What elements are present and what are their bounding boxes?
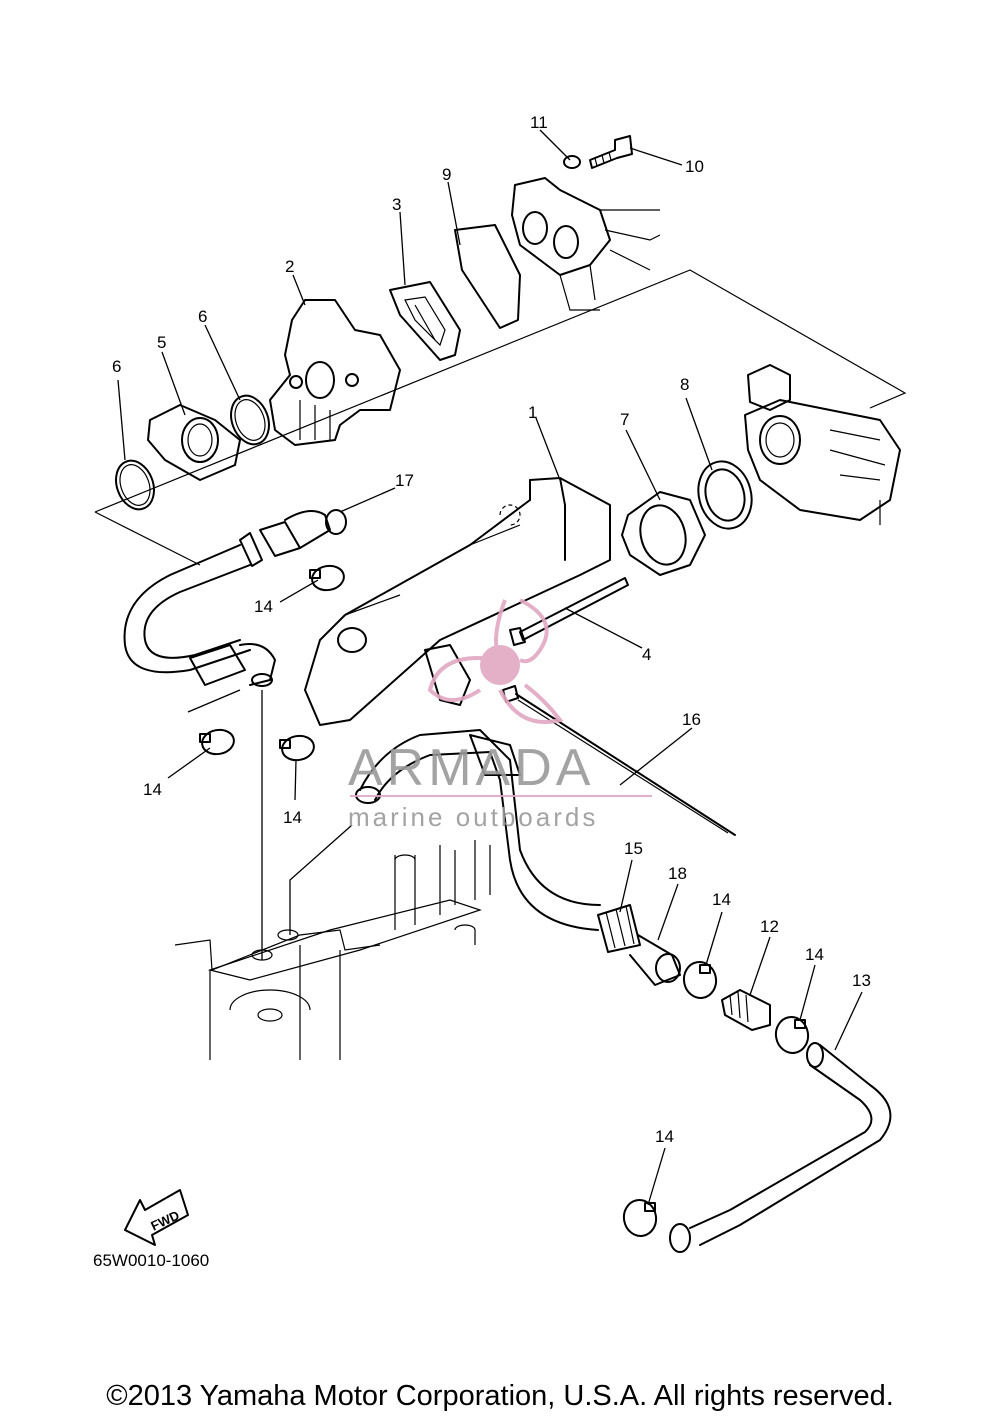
callout-6b: 6 [198, 307, 207, 326]
part-8-collar [697, 460, 753, 530]
fwd-label: FWD [148, 1207, 181, 1233]
part-13-hose [669, 1042, 892, 1253]
copyright-notice: ©2013 Yamaha Motor Corporation, U.S.A. A… [106, 1380, 894, 1412]
callout-14a: 14 [254, 597, 273, 616]
callout-13: 13 [852, 971, 871, 990]
part-2-adapter [269, 299, 401, 446]
callout-14c: 14 [283, 808, 302, 827]
lower-hose [355, 729, 681, 986]
drawing-code: 65W0010-1060 [93, 1251, 209, 1270]
part-10-bolt [589, 135, 633, 169]
part-4-bolt [509, 577, 629, 646]
part-3-spacer [389, 281, 461, 361]
callout-17: 17 [395, 471, 414, 490]
watermark-tagline: marine outboards [348, 802, 598, 832]
part-14-clamp-a [309, 564, 345, 592]
part-11-washer [563, 155, 581, 169]
callout-1: 1 [528, 403, 537, 422]
callout-10: 10 [685, 157, 704, 176]
part-14-clamp-d [682, 961, 718, 999]
upper-breather-hose [123, 509, 347, 687]
intake-manifold [511, 177, 661, 311]
leader-lines [117, 129, 863, 1206]
part-9-gasket [454, 224, 521, 329]
callout-4: 4 [642, 645, 651, 664]
callout-6a: 6 [112, 357, 121, 376]
assembly-frame [94, 269, 907, 566]
propeller-logo-icon [427, 598, 564, 724]
part-14-clamp-e [774, 1016, 810, 1054]
callout-15: 15 [624, 839, 643, 858]
part-6-o-ring-upper [230, 394, 270, 446]
part-14-clamp-c [279, 734, 315, 762]
callout-14b: 14 [143, 780, 162, 799]
callout-18: 18 [668, 864, 687, 883]
part-14-clamp-b [199, 728, 235, 756]
callout-14e: 14 [805, 945, 824, 964]
callout-numbers: 1 2 3 4 5 6 6 7 8 9 10 11 12 13 14 14 14… [112, 113, 871, 1146]
callout-11: 11 [530, 113, 548, 132]
callout-14d: 14 [712, 890, 731, 909]
callout-8: 8 [680, 375, 689, 394]
part-1-silencer [304, 477, 611, 726]
callout-14f: 14 [655, 1127, 674, 1146]
engine-block-outline [174, 840, 491, 1060]
part-14-clamp-f [622, 1199, 658, 1237]
part-7-flange-gasket [621, 491, 706, 576]
fwd-arrow: FWD [124, 1189, 189, 1246]
part-6-o-ring-lower [115, 459, 155, 511]
callout-12: 12 [760, 917, 779, 936]
watermark-brand: ARMADA [348, 739, 594, 797]
callout-9: 9 [442, 165, 451, 184]
watermark: ARMADA marine outboards [348, 598, 652, 832]
callout-7: 7 [620, 410, 629, 429]
part-12-fitting [721, 989, 771, 1031]
callout-3: 3 [392, 195, 401, 214]
callout-5: 5 [157, 333, 166, 352]
callout-2: 2 [285, 257, 294, 276]
part-5-flange [147, 404, 241, 481]
callout-16: 16 [682, 710, 701, 729]
throttle-body [744, 364, 901, 525]
